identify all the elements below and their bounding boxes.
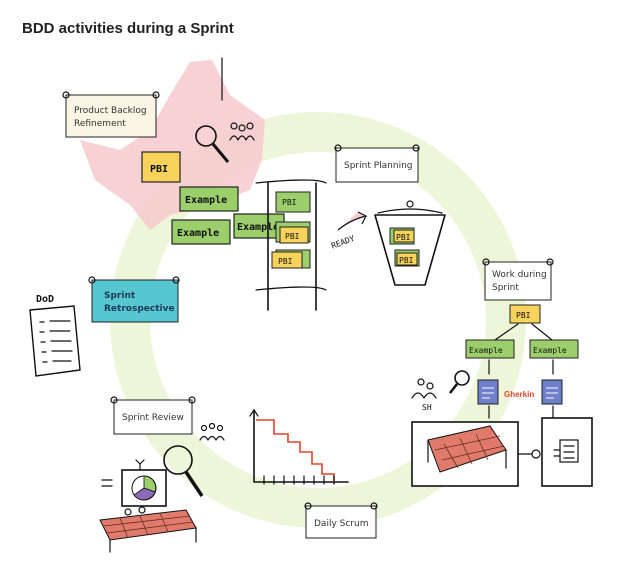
test-box: [541, 417, 593, 487]
sprint-backlog-bucket: PBI PBI: [374, 200, 446, 286]
card-work: Work during Sprint: [482, 258, 554, 301]
example-card: Example: [179, 186, 239, 212]
pbi-card: PBI: [141, 151, 181, 183]
card-review: Sprint Review: [110, 396, 196, 435]
card-planning: Sprint Planning: [334, 144, 420, 183]
example-card: Example: [171, 219, 231, 245]
refinement-label-2: Refinement: [74, 119, 126, 129]
pbi-label: PBI: [282, 198, 297, 207]
implementation-box: [411, 421, 519, 487]
pbi-label: PBI: [396, 233, 411, 242]
gherkin-label: Gherkin: [504, 390, 534, 399]
diagram-title: BDD activities during a Sprint: [22, 20, 234, 37]
card-refinement: Product Backlog Refinement: [62, 91, 160, 138]
example-label: Example: [533, 346, 567, 355]
magnifier-icon: [195, 125, 230, 163]
pbi-card: PBI: [509, 304, 541, 324]
ready-label: READY: [330, 234, 356, 251]
ready-arrow: [337, 211, 368, 231]
pbi-label: PBI: [278, 257, 293, 266]
example-label: Example: [237, 222, 279, 233]
pie-chart-monitor-icon: [101, 459, 167, 507]
dod-label: DoD: [36, 294, 54, 305]
work-label-2: Sprint: [492, 283, 519, 293]
example-card: Example: [465, 339, 515, 359]
daily-label: Daily Scrum: [314, 519, 368, 529]
team-icon: [229, 122, 255, 141]
card-retrospective: Sprint Retrospective: [88, 276, 180, 323]
card-daily: Daily Scrum: [304, 502, 378, 539]
team-icon: [199, 422, 225, 441]
retro-label-1: Sprint: [104, 291, 136, 301]
example-card: Example: [529, 339, 579, 359]
example-label: Example: [469, 346, 503, 355]
review-label: Sprint Review: [122, 413, 184, 423]
pbi-label: PBI: [516, 311, 531, 320]
review-table: [99, 506, 197, 553]
sh-label: SH: [422, 403, 432, 412]
burndown-chart-icon: [249, 408, 349, 485]
gherkin-doc-icon: [477, 379, 499, 405]
retro-label-2: Retrospective: [104, 304, 175, 314]
dod-checklist-icon: [29, 305, 81, 377]
refinement-label-1: Product Backlog: [74, 106, 147, 116]
team-magnifier-icon: SH: [411, 370, 470, 412]
pbi-label: PBI: [285, 232, 300, 241]
example-label: Example: [177, 228, 219, 239]
pbi-label: PBI: [150, 164, 168, 175]
backlog-column: PBI PBI PBI: [255, 179, 327, 311]
magnifier-icon: [163, 445, 204, 497]
gherkin-doc-icon: [541, 379, 563, 405]
example-label: Example: [185, 195, 227, 206]
work-label-1: Work during: [492, 270, 547, 280]
planning-label: Sprint Planning: [344, 161, 413, 171]
pbi-label: PBI: [399, 256, 414, 265]
